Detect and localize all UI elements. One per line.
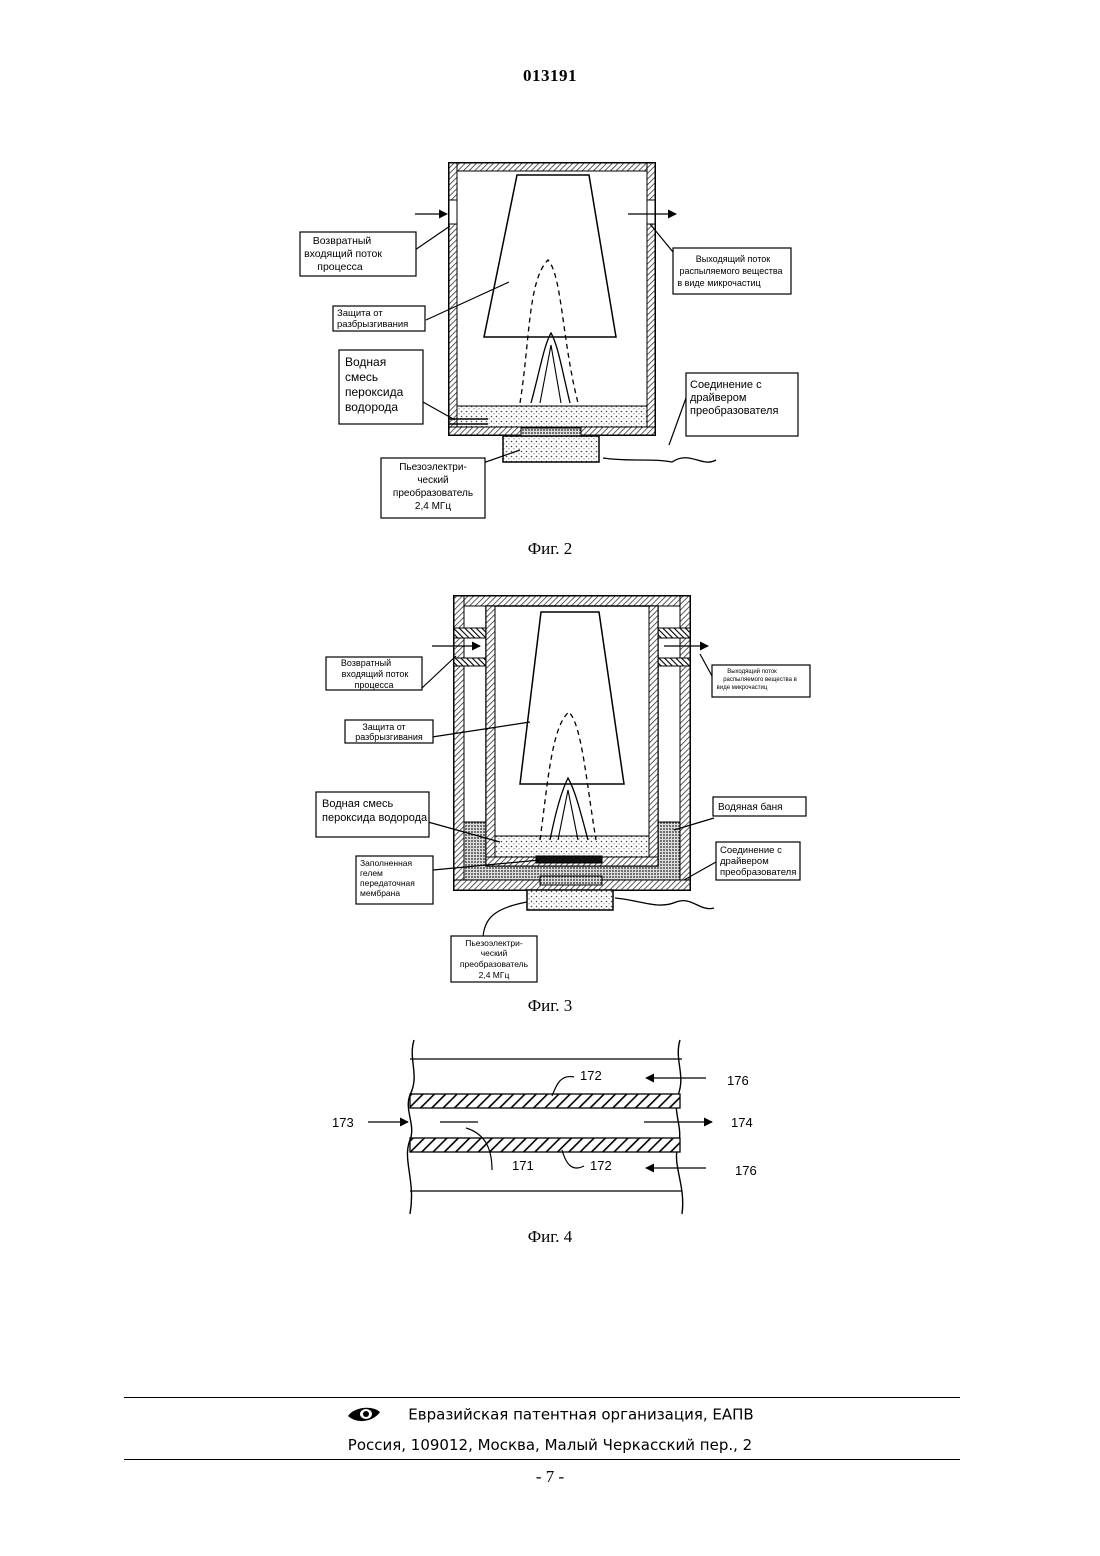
fig3-liquid-layer [495, 836, 649, 857]
fig3-piezo-transducer [527, 890, 613, 910]
fig2-label-piezo: Пьезоэлектри-ческийпреобразователь2,4 МГ… [381, 458, 485, 518]
figure-3-diagram: Возвратныйвходящий потокпроцесса Выходящ… [0, 590, 1100, 990]
fig4-ref-174: 174 [731, 1115, 753, 1130]
fig3-label-driver-connection: Соединение сдрайверомпреобразователя [716, 842, 800, 880]
fig3-label-piezo: Пьезоэлектри-ческийпреобразователь2,4 МГ… [451, 936, 537, 982]
footer-rule-top [124, 1397, 960, 1398]
svg-text:Водяная баня: Водяная баня [718, 801, 783, 813]
fig4-wall-bottom [410, 1138, 680, 1152]
footer-organization-text: Евразийская патентная организация, ЕАПВ [408, 1406, 753, 1424]
fig3-label-outflow: Выходящий потокраспыляемого вещества вви… [712, 665, 810, 697]
fig4-break-line-right [676, 1040, 682, 1214]
fig4-break-line-left [407, 1040, 414, 1214]
fig2-label-outflow: Выходящий потокраспыляемого веществав ви… [673, 248, 791, 294]
patent-number: 013191 [0, 66, 1100, 86]
page-number: - 7 - [0, 1467, 1100, 1487]
figure-4-diagram: 172 176 173 174 171 172 176 [0, 1036, 1100, 1222]
figure-4-caption: Фиг. 4 [0, 1227, 1100, 1247]
fig4-ref-172-top: 172 [580, 1068, 602, 1083]
fig3-gel-membrane [536, 856, 602, 863]
fig2-label-driver-connection: Соединение сдрайверомпреобразователя [686, 373, 798, 436]
eapo-eye-logo-icon [346, 1405, 382, 1425]
fig4-ref-176-bottom: 176 [735, 1163, 757, 1178]
fig2-label-splash-guard: Защита отразбрызгивания [333, 306, 425, 331]
footer-rule-bottom [124, 1459, 960, 1460]
fig3-label-splash-guard: Защита отразбрызгивания [345, 720, 433, 743]
fig4-ref-171: 171 [512, 1158, 534, 1173]
figure-3-caption: Фиг. 3 [0, 996, 1100, 1016]
figure-2-diagram: Возвратныйвходящий потокпроцесса Выходящ… [0, 150, 1100, 530]
figure-2-caption: Фиг. 2 [0, 539, 1100, 559]
fig3-label-return-flow: Возвратныйвходящий потокпроцесса [326, 657, 422, 690]
fig4-ref-172-bottom: 172 [590, 1158, 612, 1173]
fig3-label-gel-membrane: Заполненнаягелемпередаточнаямембрана [356, 856, 433, 904]
footer-organization: Евразийская патентная организация, ЕАПВ [0, 1405, 1100, 1425]
fig2-label-return-flow: Возвратныйвходящий потокпроцесса [300, 232, 416, 276]
fig3-label-peroxide-mix: Водная смесьпероксида водорода [316, 792, 429, 837]
fig3-label-water-bath: Водяная баня [713, 797, 806, 816]
fig4-ref-176-top: 176 [727, 1073, 749, 1088]
fig4-wall-top [410, 1094, 680, 1108]
fig2-label-peroxide-mix: Воднаясмесьпероксидаводорода [339, 350, 423, 424]
fig4-ref-173: 173 [332, 1115, 354, 1130]
fig2-piezo-transducer [503, 436, 599, 462]
fig2-transducer-plate [521, 428, 581, 436]
footer-address: Россия, 109012, Москва, Малый Черкасский… [0, 1436, 1100, 1454]
